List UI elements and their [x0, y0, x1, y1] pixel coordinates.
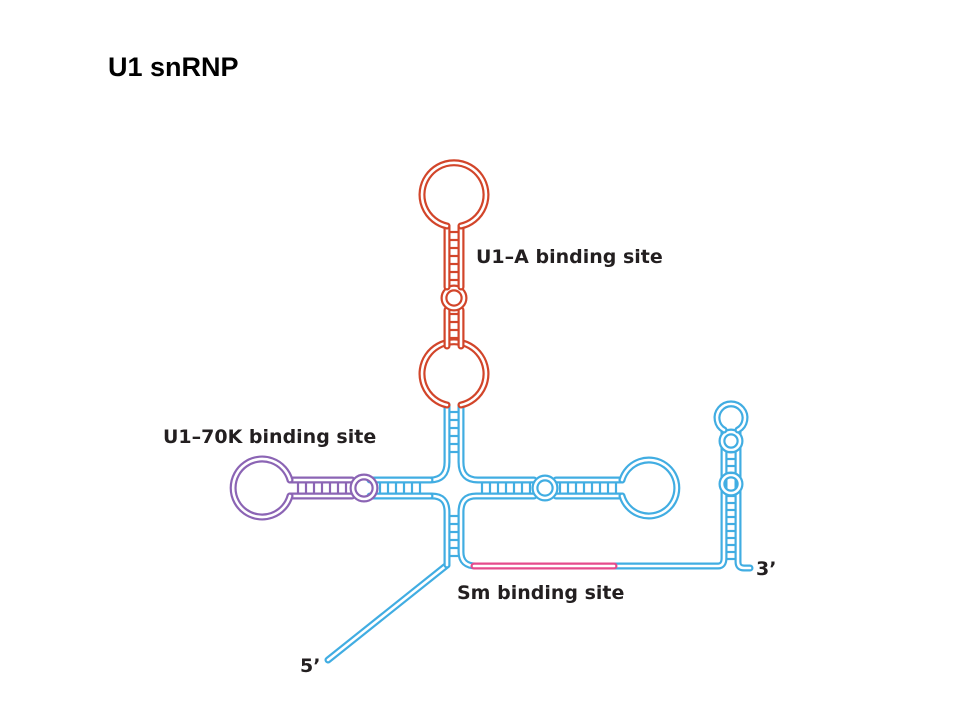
strand-core — [351, 475, 377, 501]
strand-core — [420, 161, 488, 228]
strand-core — [533, 476, 557, 500]
u1-a-arm — [418, 159, 490, 409]
strand-core — [231, 457, 292, 519]
base-pair-rungs — [296, 230, 735, 561]
strand-core — [715, 402, 747, 432]
strand-core — [459, 403, 536, 482]
strand-core — [368, 403, 449, 482]
central-right-upper-strand — [457, 401, 538, 484]
u1-70k-arm — [229, 455, 434, 521]
strand-core — [459, 494, 536, 568]
label-five-prime: 5’ — [300, 655, 320, 677]
strand-core — [736, 488, 752, 570]
strand-core — [620, 458, 679, 518]
strand-core — [442, 286, 466, 310]
three-prime-end — [734, 486, 754, 572]
label-three-prime: 3’ — [756, 558, 776, 580]
label-u1-70k-binding-site: U1–70K binding site — [163, 426, 376, 448]
strand-core — [368, 494, 449, 567]
three-prime-strand — [610, 486, 728, 570]
central-left-lower-strand — [366, 492, 451, 569]
strand-core — [720, 430, 742, 452]
central-left-strand — [366, 401, 451, 484]
page-title: U1 snRNP — [108, 52, 239, 82]
label-sm-binding-site: Sm binding site — [457, 582, 624, 604]
strand-core — [720, 473, 742, 495]
label-u1-a-binding-site: U1–A binding site — [476, 246, 663, 268]
strand-core — [420, 340, 488, 407]
central-right-lower-strand — [457, 492, 538, 570]
strand-core — [326, 563, 449, 662]
core-strands — [324, 400, 754, 664]
strand-core — [612, 488, 726, 568]
